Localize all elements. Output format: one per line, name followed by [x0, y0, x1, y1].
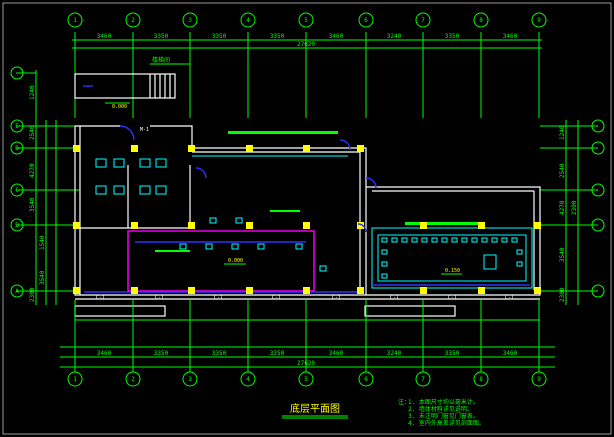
bottom-axis-group: 3460 3350 3350 3350 3460 3240 3350 3460 …: [60, 300, 555, 387]
dim-right: 4270: [559, 200, 566, 215]
notes-heading: 注：: [398, 398, 410, 406]
axis-label-bottom: 2: [131, 376, 135, 383]
dim-bottom: 3460: [503, 350, 518, 357]
doors: [119, 125, 377, 233]
dim-top: 3350: [154, 33, 169, 40]
axis-bubble-top-4: [240, 12, 256, 28]
axis-label-left: D: [15, 145, 19, 152]
window-tag: C-1: [96, 295, 105, 301]
axis-label-bottom: 9: [537, 376, 541, 383]
dim-bottom: 3350: [445, 350, 460, 357]
dim-top: 3350: [270, 33, 285, 40]
right-axis-group: 1240 2540 2300 4270 3540 2300: [540, 119, 605, 305]
dim-bottom: 3350: [270, 350, 285, 357]
dim-top: 3460: [97, 33, 112, 40]
blue-lines: [84, 241, 530, 293]
cyan-walls: [192, 155, 533, 289]
dim-left: 1540: [39, 235, 46, 250]
axis-bubble-top-2: [125, 12, 141, 28]
magenta-room: [127, 230, 315, 292]
dim-top: 3460: [329, 33, 344, 40]
axis-label-left: C: [15, 187, 19, 194]
drawing-title: 底层平面图: [290, 402, 340, 415]
window-tag: C-1: [332, 295, 341, 301]
axis-label-bottom: 7: [421, 376, 425, 383]
axis-label-bottom: 3: [188, 376, 192, 383]
columns: [73, 145, 541, 294]
dim-left: 3540: [39, 270, 46, 285]
note-item: 1. 本图尺寸均以毫米计。: [408, 398, 479, 406]
axis-bubble-top-7: [415, 12, 431, 28]
top-axis-group: 1 2 3 4 5 6 7 8 9 3460 3350 3350 3350 34…: [67, 12, 547, 118]
window-tag: C-1: [155, 295, 164, 301]
dim-top: 3350: [212, 33, 227, 40]
furniture: [95, 158, 497, 272]
axis-label-bottom: 8: [479, 376, 483, 383]
left-axis-group: A B C D E 1240 2540 4270 3540 1540 3540 …: [10, 66, 80, 305]
level-label: 0.150: [445, 268, 460, 274]
window-tag: C-1: [272, 295, 281, 301]
level-label: 0.000: [228, 258, 243, 264]
level-label: 0.000: [112, 104, 127, 110]
axis-label-bottom: 4: [246, 376, 250, 383]
dim-right: 2300: [559, 287, 566, 302]
axis-label-top: 6: [364, 17, 368, 24]
dim-right: 2540: [559, 163, 566, 178]
axis-label-bottom: 6: [364, 376, 368, 383]
dim-bottom-total: 27620: [297, 360, 315, 367]
axis-label-top: 8: [479, 17, 483, 24]
dim-top-total: 27620: [297, 41, 315, 48]
stair-area: 楼梯间 0.000: [74, 56, 190, 110]
dim-bottom: 3460: [97, 350, 112, 357]
dim-bottom: 3460: [329, 350, 344, 357]
dim-top: 3460: [503, 33, 518, 40]
axis-label-left: A: [15, 288, 19, 295]
label-bars: [155, 131, 485, 252]
axis-label-left: B: [15, 222, 19, 229]
notes-block: 注： 1. 本图尺寸均以毫米计。 2. 墙体材料详见说明。 3. 未注明门窗见门…: [398, 398, 485, 427]
window-tag: C-1: [505, 295, 514, 301]
window-tag: C-1: [448, 295, 457, 301]
axis-bubble-top-5: [298, 12, 314, 28]
door-tag: M-1: [140, 127, 149, 133]
building-walls: [74, 125, 541, 321]
axis-bubble-top-1: [67, 12, 83, 28]
window-tag: C-1: [390, 295, 399, 301]
note-item: 2. 墙体材料详见说明。: [408, 405, 473, 413]
note-item: 3. 未注明门窗见门窗表。: [408, 412, 479, 420]
axis-label-bottom: 5: [304, 376, 308, 383]
dim-right: 1240: [559, 125, 566, 140]
dim-bottom: 3350: [154, 350, 169, 357]
axis-bubble-top-9: [531, 12, 547, 28]
axis-bubble-top-8: [473, 12, 489, 28]
note-item: 4. 室内外高差详见剖面图。: [408, 419, 485, 427]
dim-left: 3540: [29, 197, 36, 212]
axis-label-top: 5: [304, 17, 308, 24]
axis-label-top: 9: [537, 17, 541, 24]
axis-label-top: 4: [246, 17, 250, 24]
window-tag: C-1: [214, 295, 223, 301]
axis-label-left: E: [15, 123, 19, 130]
dim-left: 4270: [29, 163, 36, 178]
seating-ring: [381, 237, 523, 279]
dim-left: 1240: [29, 85, 36, 100]
dim-top: 3350: [445, 33, 460, 40]
axis-label-top: 3: [188, 17, 192, 24]
dim-right: 3540: [559, 247, 566, 262]
dim-bottom: 3350: [212, 350, 227, 357]
axis-bubble-top-3: [182, 12, 198, 28]
dim-right: 2300: [571, 200, 578, 215]
axis-label-top: 7: [421, 17, 425, 24]
stair-label: 楼梯间: [152, 56, 170, 64]
axis-label-top: 2: [131, 17, 135, 24]
axis-bubble-top-6: [358, 12, 374, 28]
dim-bottom: 3240: [387, 350, 402, 357]
dim-left: 2300: [29, 287, 36, 302]
axis-label-top: 1: [73, 17, 77, 24]
axis-label-bottom: 1: [73, 376, 77, 383]
dim-left: 2540: [29, 125, 36, 140]
dim-top: 3240: [387, 33, 402, 40]
